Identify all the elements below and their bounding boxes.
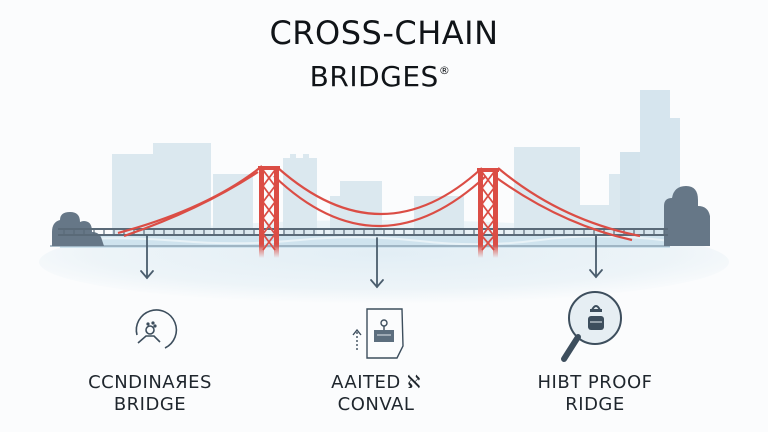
bridge-tower-right	[477, 168, 499, 258]
document-upload-icon	[352, 308, 404, 359]
down-arrow-icon	[589, 235, 603, 279]
water	[50, 235, 671, 248]
feature-label-2: AAITED ℵ CONVAL	[296, 372, 456, 416]
feature-label-line2: BRIDGE	[113, 394, 187, 415]
suspension-cables	[117, 165, 641, 242]
down-arrow-icon	[140, 235, 154, 280]
registered-mark: ®	[438, 63, 451, 77]
feature-label-line1: CCNDINAЯES	[88, 372, 212, 393]
feature-label-1: CCNDINAЯES BRIDGE	[60, 372, 240, 416]
down-arrow-icon	[370, 237, 384, 289]
page-title: CROSS-CHAIN	[269, 14, 499, 52]
page-subtitle: BRIDGES®	[0, 60, 764, 93]
feature-label-line1: HIBT PROOF	[537, 372, 653, 393]
subtitle-text: BRIDGES	[309, 60, 439, 93]
person-in-circle-icon	[135, 309, 178, 349]
bridge-tower-left	[258, 166, 280, 258]
feature-label-line1: AAITED ℵ	[331, 372, 421, 393]
bridge-deck	[58, 228, 668, 236]
feature-label-line2: RIDGE	[565, 394, 625, 415]
magnifying-glass-icon	[561, 291, 622, 362]
feature-label-3: HIBT PROOF RIDGE	[510, 372, 680, 416]
feature-label-line2: CONVAL	[337, 394, 415, 415]
trees-right	[664, 186, 710, 246]
